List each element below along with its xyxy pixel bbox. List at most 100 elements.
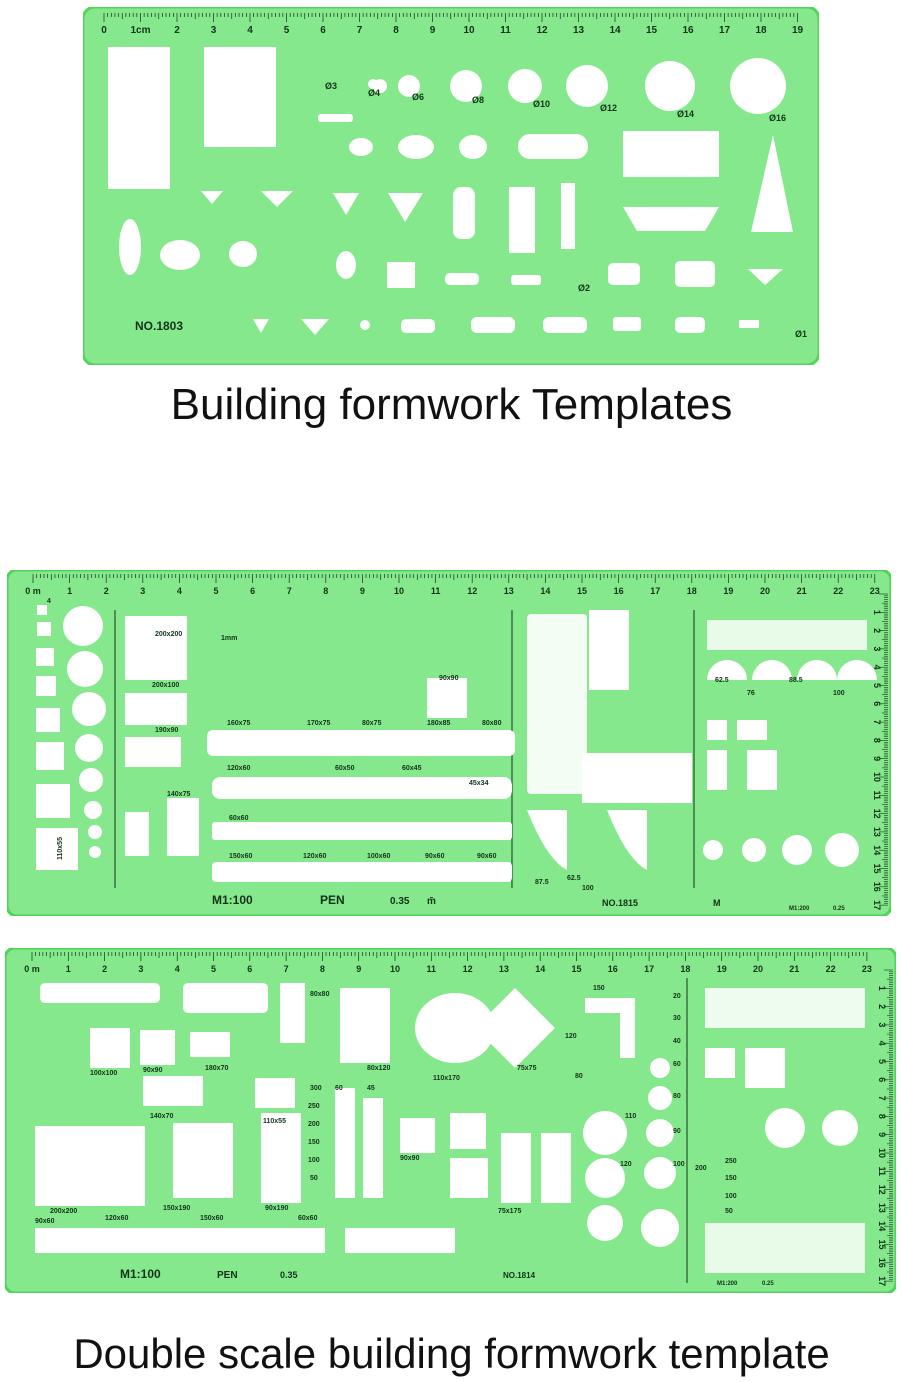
dimension-labels: 4 200x200 200x100 190x90 110x55 140x75 1… bbox=[47, 598, 845, 892]
label-d2: Ø2 bbox=[578, 283, 590, 293]
dim-200x200: 200x200 bbox=[50, 1208, 77, 1215]
small-pen-size: 0.25 bbox=[762, 1281, 774, 1287]
side-ruler-label: 10 bbox=[877, 1148, 887, 1158]
ruler-label: 19 bbox=[723, 586, 733, 596]
ruler-label: 15 bbox=[646, 25, 658, 36]
model-number: NO.1815 bbox=[602, 898, 638, 908]
ruler-label: 4 bbox=[247, 25, 253, 36]
label-d3: Ø3 bbox=[325, 81, 337, 91]
dim-90x90: 90x90 bbox=[439, 675, 459, 682]
side-ruler-label: 9 bbox=[877, 1132, 887, 1137]
ruler-label: 4 bbox=[175, 964, 180, 974]
ruler-label: 9 bbox=[360, 586, 365, 596]
label-d4: Ø4 bbox=[368, 88, 380, 98]
dim-120x60: 120x60 bbox=[227, 765, 250, 772]
ruler-label: 2 bbox=[174, 25, 180, 36]
dim-62-5-b: 62.5 bbox=[567, 875, 581, 882]
ruler-label: 12 bbox=[463, 964, 473, 974]
dim-140x75: 140x75 bbox=[167, 791, 190, 798]
svg-text:100: 100 bbox=[308, 1157, 320, 1164]
model-number: NO.1814 bbox=[503, 1271, 536, 1280]
dim-60x50: 60x50 bbox=[335, 765, 355, 772]
ruler-label: 6 bbox=[320, 25, 326, 36]
side-ruler-label: 9 bbox=[872, 756, 882, 761]
label-d10: Ø10 bbox=[533, 99, 550, 109]
dim-180x85: 180x85 bbox=[427, 720, 450, 727]
pen-label: PEN bbox=[320, 893, 345, 907]
ruler-label: 13 bbox=[499, 964, 509, 974]
ruler-label: 16 bbox=[614, 586, 624, 596]
dimension-labels: 100x100 90x90 180x70 80x80 80x120 110x17… bbox=[35, 985, 737, 1225]
dim-80x120: 80x120 bbox=[367, 1065, 390, 1072]
ruler-ticks bbox=[103, 13, 798, 22]
ruler-label: 9 bbox=[356, 964, 361, 974]
side-ruler-label: 12 bbox=[877, 1185, 887, 1195]
cutout-rect bbox=[108, 47, 170, 189]
dim-2mm: 4 bbox=[47, 598, 51, 605]
ruler-label: 16 bbox=[608, 964, 618, 974]
ruler-label: 1 bbox=[67, 586, 72, 596]
ruler-label: 11 bbox=[500, 25, 511, 36]
ruler-label: 0 m bbox=[24, 964, 40, 974]
side-ruler-label: 11 bbox=[877, 1167, 887, 1177]
dim-100-b: 100 bbox=[582, 885, 594, 892]
dim-200x100: 200x100 bbox=[152, 682, 179, 689]
label-d14: Ø14 bbox=[677, 109, 694, 119]
ruler-label: 7 bbox=[287, 586, 292, 596]
ruler-label: 14 bbox=[609, 25, 621, 36]
pen-label: PEN bbox=[217, 1270, 238, 1281]
side-ruler-label: 16 bbox=[877, 1258, 887, 1268]
ruler-label: 5 bbox=[284, 25, 290, 36]
side-ruler-label: 2 bbox=[872, 628, 882, 633]
ruler-label: 18 bbox=[755, 25, 767, 36]
pen-size: 0.35 bbox=[390, 896, 410, 907]
ruler-label: 1 bbox=[66, 964, 71, 974]
side-ruler-label: 11 bbox=[872, 791, 882, 801]
side-ruler-label: 1 bbox=[877, 986, 887, 991]
dim-80x80: 80x80 bbox=[310, 991, 330, 998]
side-ruler-label: 17 bbox=[872, 900, 882, 910]
dim-100x100: 100x100 bbox=[90, 1070, 117, 1077]
label-d12: Ø12 bbox=[600, 103, 617, 113]
ruler-label: 12 bbox=[467, 586, 477, 596]
dim-80x75: 80x75 bbox=[362, 720, 382, 727]
dim-180x70: 180x70 bbox=[205, 1065, 228, 1072]
label-d8: Ø8 bbox=[472, 95, 484, 105]
ruler-label: 18 bbox=[687, 586, 697, 596]
side-ruler-label: 8 bbox=[872, 738, 882, 743]
ruler-label: 5 bbox=[213, 586, 218, 596]
svg-text:150: 150 bbox=[725, 1175, 737, 1182]
pen-unit: m̄ bbox=[427, 896, 436, 907]
dim-100x60: 100x60 bbox=[367, 853, 390, 860]
side-ruler-label: 15 bbox=[877, 1239, 887, 1249]
small-scale: M1:200 bbox=[717, 1281, 738, 1287]
dim-150x60: 150x60 bbox=[200, 1215, 223, 1222]
ruler-label: 17 bbox=[719, 25, 731, 36]
ruler-label: 0 bbox=[101, 25, 107, 36]
svg-text:45: 45 bbox=[367, 1085, 375, 1092]
ruler-label: 15 bbox=[577, 586, 587, 596]
small-pen-size: 0.25 bbox=[833, 906, 845, 912]
caption-building-formwork: Building formwork Templates bbox=[170, 380, 733, 429]
ruler-label: 8 bbox=[393, 25, 399, 36]
ruler-label: 19 bbox=[717, 964, 727, 974]
dim-120x60: 120x60 bbox=[303, 853, 326, 860]
side-ruler-label: 6 bbox=[872, 701, 882, 706]
svg-text:90: 90 bbox=[673, 1128, 681, 1135]
ruler-label: 21 bbox=[789, 964, 799, 974]
dim-200x200: 200x200 bbox=[155, 631, 182, 638]
ruler-label: 10 bbox=[463, 25, 475, 36]
svg-text:50: 50 bbox=[310, 1175, 318, 1182]
dim-87-5: 87.5 bbox=[535, 879, 549, 886]
dim-140x70: 140x70 bbox=[150, 1113, 173, 1120]
ruler-label: 19 bbox=[792, 25, 804, 36]
dim-110x55: 110x55 bbox=[57, 837, 64, 860]
ruler-label: 20 bbox=[760, 586, 770, 596]
ruler-label: 3 bbox=[211, 25, 217, 36]
dim-60x60: 60x60 bbox=[229, 815, 249, 822]
side-ruler-label: 10 bbox=[872, 772, 882, 782]
